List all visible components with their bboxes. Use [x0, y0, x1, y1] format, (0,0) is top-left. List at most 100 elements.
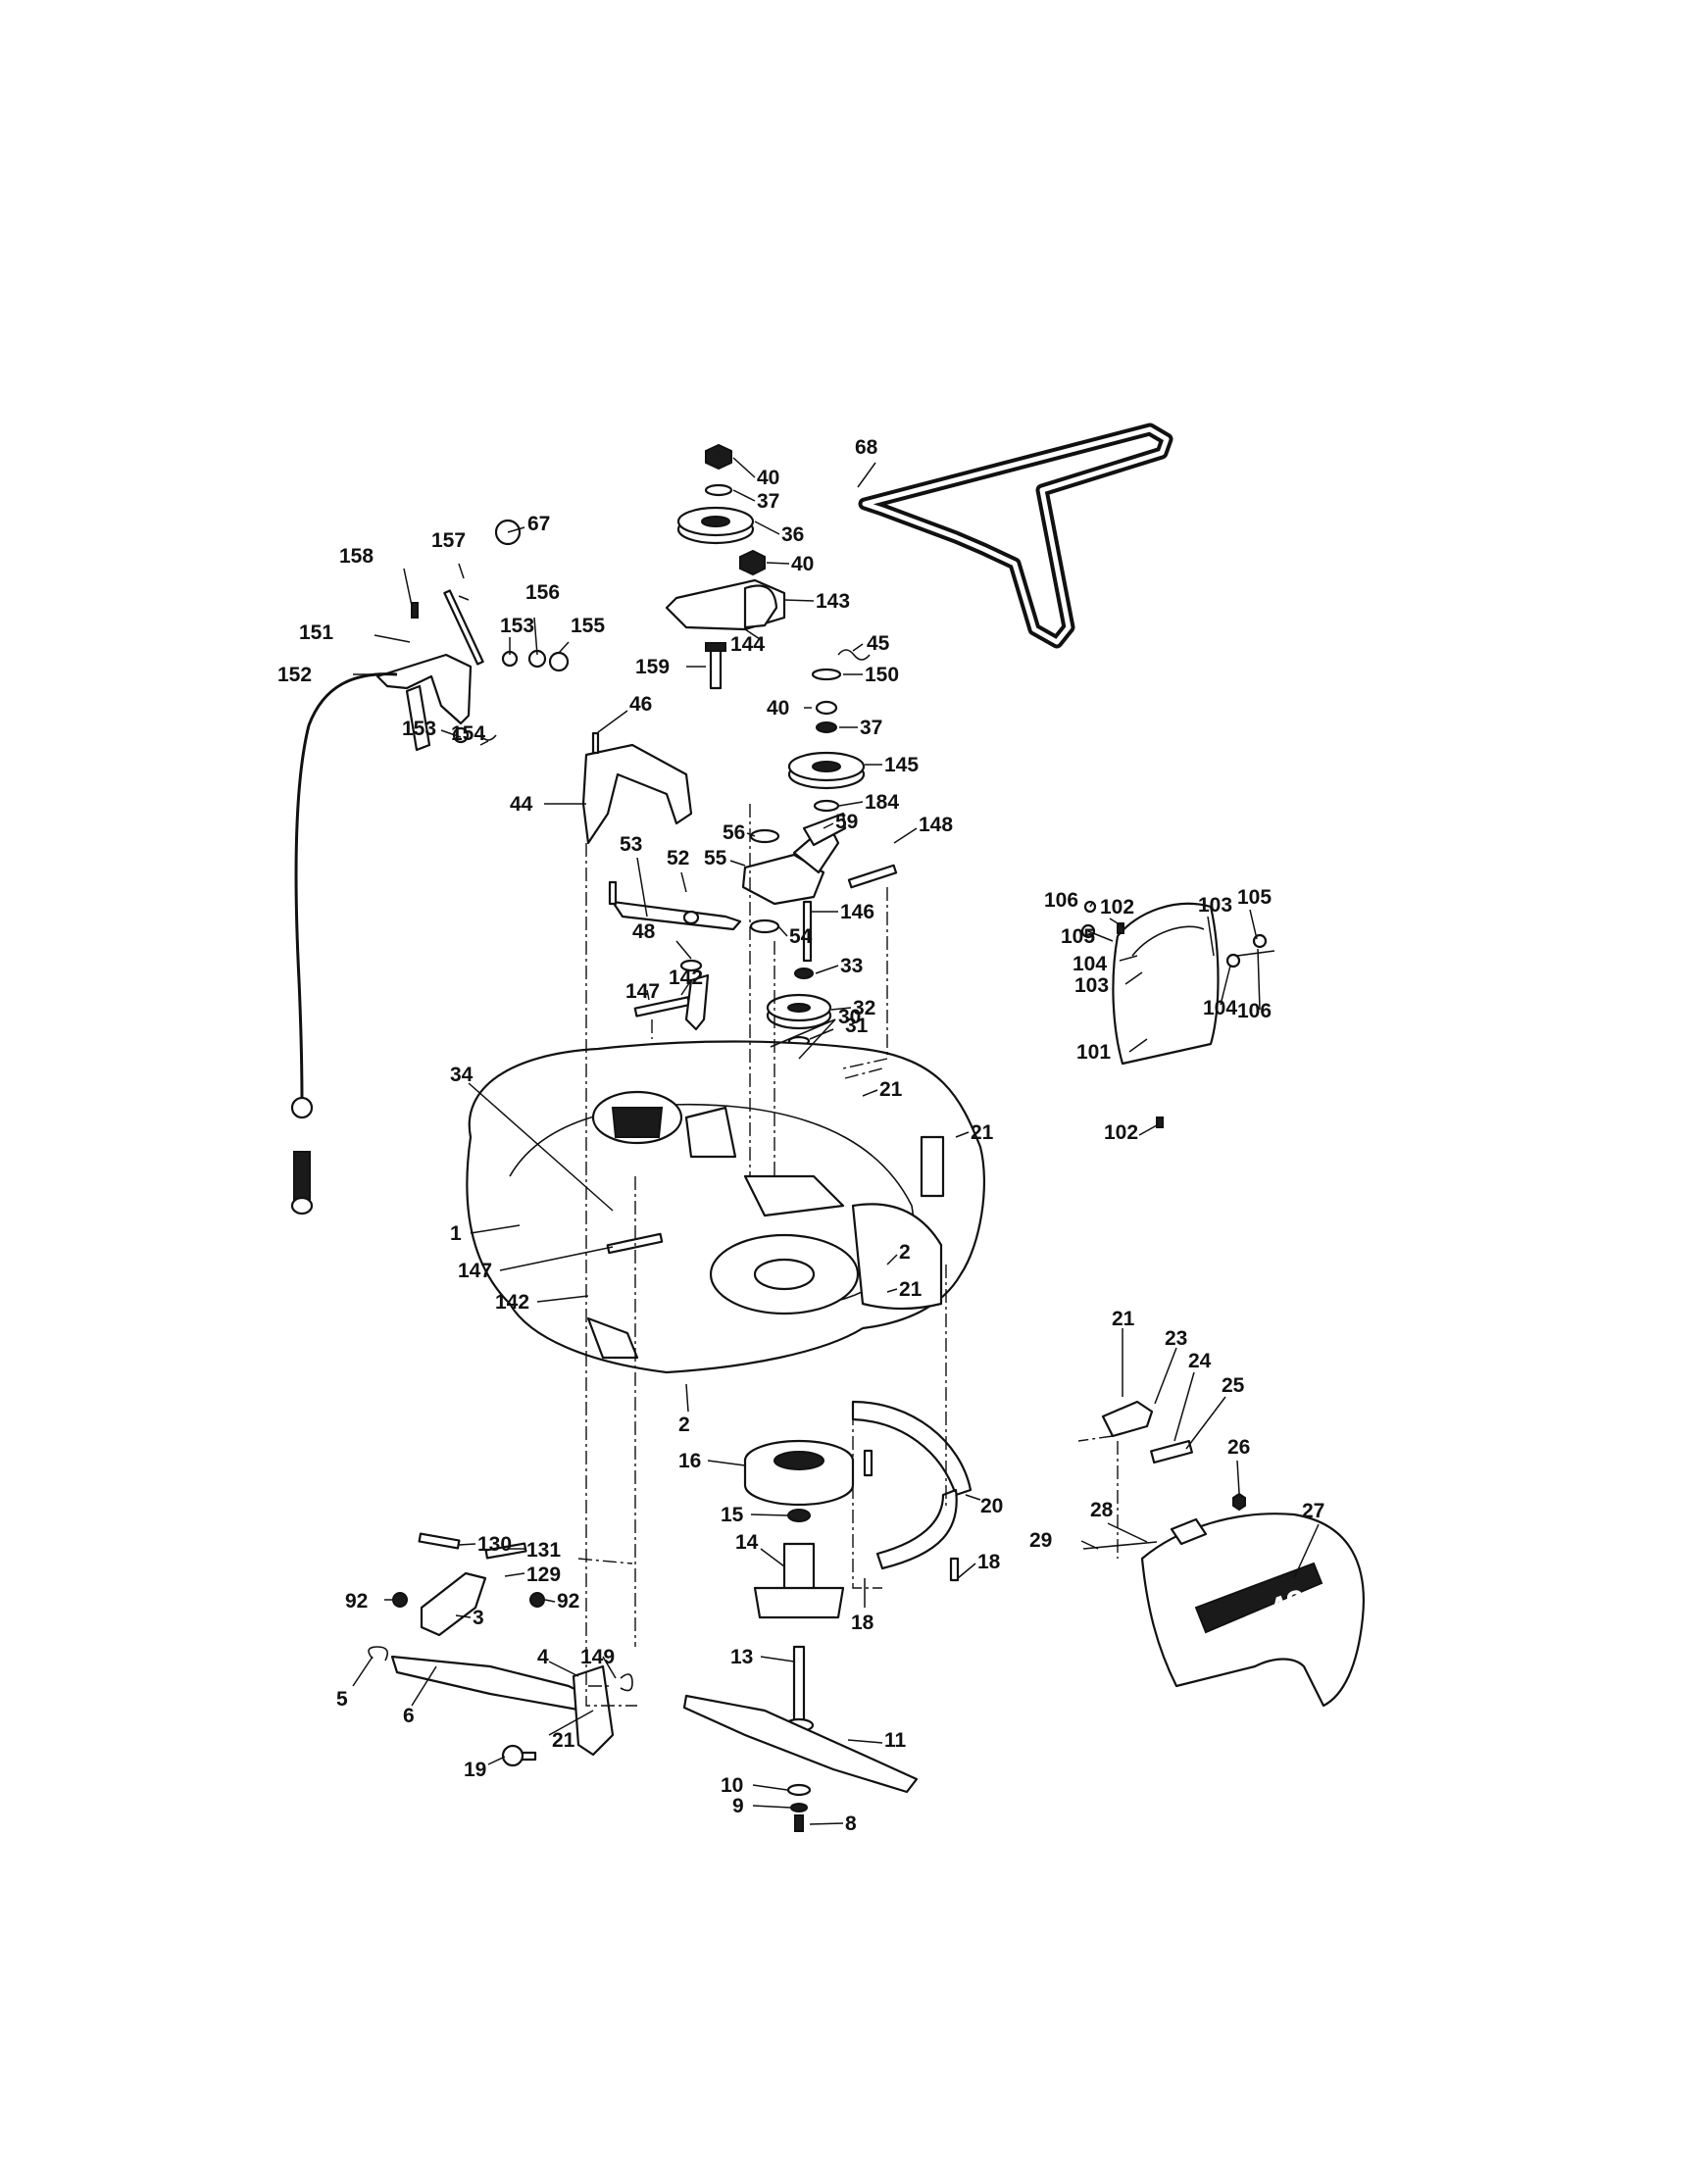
callout-label: 21: [1112, 1308, 1135, 1330]
callout-label: 36: [781, 523, 804, 546]
callout-labels: 68 40 37 36 40 143 144 159 45 150 40 37 …: [277, 436, 1324, 1835]
callout-label: 21: [552, 1729, 575, 1752]
callout-label: 153: [500, 615, 534, 637]
callout-label: 68: [855, 436, 878, 459]
callout-label: 3: [473, 1607, 484, 1629]
leader-lines: [352, 457, 1320, 1825]
callout-label: 142: [669, 967, 703, 989]
callout-label: 158: [339, 545, 374, 568]
callout-label: 18: [851, 1612, 874, 1634]
callout-label: 5: [336, 1688, 348, 1711]
callout-label: 144: [730, 633, 765, 656]
callout-label: 30: [838, 1006, 861, 1028]
callout-label: 56: [723, 821, 745, 844]
callout-label: 106: [1044, 889, 1078, 912]
deflector-shield-assembly: [1080, 900, 1275, 1128]
callout-label: 92: [345, 1590, 368, 1613]
callout-label: 18: [977, 1551, 1001, 1573]
callout-label: 147: [458, 1260, 492, 1282]
callout-label: 1: [450, 1222, 462, 1245]
callout-label: 102: [1104, 1121, 1138, 1144]
callout-label: 155: [571, 615, 605, 637]
callout-label: 40: [791, 553, 814, 575]
callout-label: 104: [1073, 953, 1107, 975]
callout-label: 129: [526, 1564, 561, 1586]
callout-label: 148: [919, 814, 953, 836]
callout-label: 159: [635, 656, 670, 678]
callout-label: 4: [537, 1646, 549, 1668]
callout-label: 10: [721, 1774, 743, 1797]
callout-label: 106: [1237, 1000, 1272, 1022]
callout-label: 44: [510, 793, 533, 816]
callout-label: 34: [450, 1064, 474, 1086]
callout-label: 13: [730, 1646, 753, 1668]
callout-label: 21: [899, 1278, 923, 1301]
callout-label: 92: [557, 1590, 579, 1613]
callout-label: 15: [721, 1504, 744, 1526]
callout-label: 19: [464, 1759, 486, 1781]
front-hanger-bracket: [851, 1400, 973, 1582]
callout-label: 48: [632, 920, 656, 943]
callout-label: 102: [1100, 896, 1134, 918]
callout-label: 14: [735, 1531, 759, 1554]
callout-label: 147: [625, 980, 660, 1003]
callout-label: 67: [527, 513, 550, 535]
assembly-guide-lines: [577, 804, 1119, 1707]
idler-pulley-assembly-lower: [787, 649, 871, 813]
callout-label: 21: [879, 1078, 903, 1101]
callout-label: 40: [767, 697, 789, 720]
spindle-assembly: [682, 1439, 919, 1832]
callout-label: 59: [835, 811, 858, 833]
callout-label: 55: [704, 847, 727, 869]
spring-and-bracket-upper: [633, 973, 710, 1031]
callout-label: 8: [845, 1812, 857, 1835]
callout-label: 23: [1165, 1327, 1187, 1350]
callout-label: 28: [1090, 1499, 1114, 1521]
callout-label: 157: [431, 529, 466, 552]
callout-label: 27: [1302, 1500, 1324, 1522]
callout-label: 2: [899, 1241, 911, 1264]
callout-label: 9: [732, 1795, 744, 1817]
callout-label: 153: [402, 718, 436, 740]
callout-label: 46: [629, 693, 652, 716]
callout-label: 25: [1222, 1374, 1245, 1397]
callout-label: 131: [526, 1539, 561, 1562]
callout-label: 101: [1076, 1041, 1111, 1064]
belt-guard: [581, 731, 693, 845]
callout-label: 2: [678, 1414, 690, 1436]
callout-label: 184: [865, 791, 899, 814]
callout-label: 156: [525, 581, 560, 604]
callout-label: 37: [757, 490, 779, 513]
callout-label: 151: [299, 621, 333, 644]
callout-label: 145: [884, 754, 919, 776]
callout-label: 54: [789, 925, 813, 948]
callout-label: 53: [620, 833, 642, 856]
callout-label: 152: [277, 664, 312, 686]
callout-label: 105: [1061, 925, 1095, 948]
callout-label: 143: [816, 590, 850, 613]
callout-label: 103: [1074, 974, 1109, 997]
callout-label: 37: [860, 717, 882, 739]
callout-label: 6: [403, 1705, 415, 1727]
callout-label: 33: [840, 955, 863, 977]
callout-label: 142: [495, 1291, 529, 1314]
callout-label: 20: [980, 1495, 1003, 1517]
belt-keeper: [608, 880, 742, 972]
callout-label: 32: [853, 997, 875, 1019]
callout-label: 31: [845, 1015, 869, 1037]
callout-label: 105: [1237, 886, 1272, 909]
v-belt: [858, 422, 1173, 649]
mower-deck: [466, 1040, 986, 1374]
idler-arm-assembly: [741, 812, 898, 963]
callout-label: 104: [1203, 997, 1237, 1019]
callout-label: 11: [884, 1729, 907, 1752]
callout-label: 130: [477, 1533, 512, 1556]
callout-label: 16: [678, 1450, 701, 1472]
callout-label: 40: [757, 467, 779, 489]
callout-label: 26: [1227, 1436, 1250, 1459]
discharge-chute-assembly: 42: [1082, 1400, 1365, 1708]
callout-label: 150: [865, 664, 899, 686]
callout-label: 24: [1188, 1350, 1212, 1372]
callout-label: 146: [840, 901, 874, 923]
